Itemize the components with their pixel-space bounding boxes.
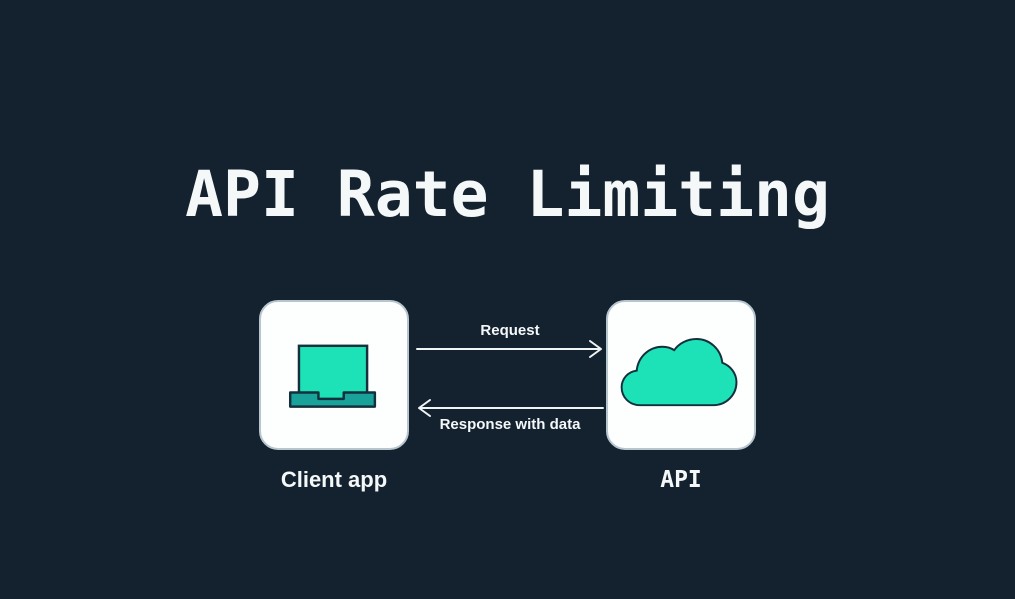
client-app-node [259, 300, 409, 450]
cloud-icon [620, 338, 738, 407]
arrows-layer [416, 340, 604, 417]
response-arrow [418, 399, 604, 417]
request-arrow-label: Request [480, 322, 540, 339]
page-title: API Rate Limiting [185, 158, 830, 231]
api-label: API [660, 467, 702, 493]
client-app-label: Client app [280, 467, 388, 492]
api-node [606, 300, 756, 450]
response-arrow-label: Response with data [439, 416, 581, 433]
laptop-icon [288, 344, 377, 408]
request-arrow [416, 340, 602, 358]
